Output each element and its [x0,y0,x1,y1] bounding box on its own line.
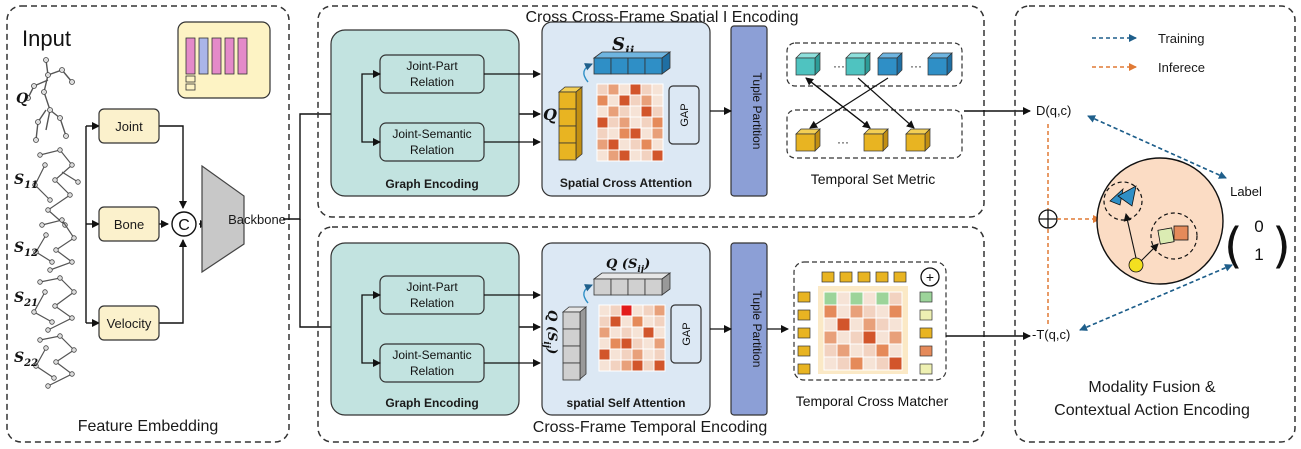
yellow-cubes: ··· [795,128,931,152]
joint-part-relation-top: Relation [410,75,454,89]
query-point [1128,257,1144,273]
tuple-partition-label-top: Tuple Partition [750,73,764,150]
input-panel [6,5,290,443]
skeleton-label-s21: S21 [14,290,38,309]
grey-cube-column [561,306,588,381]
vector-bracket-left: ( [1224,218,1243,274]
feature-embedding-label: Feature Embedding [78,418,219,435]
q-sij-side-label: Q (Sij) [541,310,559,354]
joint-part-label-bottom: Joint-Part [406,280,458,294]
cross-attention-heatmap [596,83,664,162]
fusion-footer-line2: Contextual Action Encoding [1054,402,1250,419]
gap-box-bottom [670,304,702,364]
temporal-set-metric-label: Temporal Set Metric [811,171,935,187]
cross-matcher-grid [823,291,903,371]
bone-box [98,206,160,242]
t-qc-label: -T(q,c) [1032,327,1070,342]
vector-value-top: 0 [1254,217,1263,236]
svg-text:···: ··· [833,59,845,73]
joint-part-label-top: Joint-Part [406,59,458,73]
joint-semantic-label-bottom: Joint-Semantic [392,348,471,362]
temporal-cross-matcher-label: Temporal Cross Matcher [796,393,949,409]
skeleton-label-s22: S22 [14,350,38,369]
skeleton-label-q: Q [16,91,28,107]
concat-label: C [178,217,190,234]
matcher-cubes [797,271,933,375]
label-heading: Label [1230,184,1262,199]
vector-value-bottom: 1 [1254,245,1263,264]
graph-encoding-box-bottom [330,242,520,416]
legend-inference-label: Inferece [1158,60,1205,75]
curve-arrow-bottom [583,284,593,304]
velocity-box [98,305,160,341]
skeleton-label-s11: S11 [14,172,38,191]
self-attention-heatmap [598,304,666,372]
temporal-panel [317,226,985,443]
joint-semantic-label-top: Joint-Semantic [392,127,471,141]
graph-encoding-label-top: Graph Encoding [385,177,478,191]
skeleton-label-s12: S12 [14,240,38,259]
skeleton-s11 [32,147,81,228]
joint-semantic-relation-bottom: Relation [410,364,454,378]
backbone [201,164,245,274]
velocity-label: Velocity [107,316,152,331]
tuple-partition-label-bottom: Tuple Partition [750,291,764,368]
gap-box-top [668,85,700,145]
joint-semantic-relation-top: Relation [410,143,454,157]
square-marker-1 [1157,227,1175,245]
legend-training-label: Training [1158,31,1204,46]
joint-box [98,108,160,144]
gap-label-top: GAP [679,103,691,126]
matcher-plus-icon [920,267,940,287]
matcher-plus-sign: + [926,269,934,285]
yellow-cube-set [786,109,963,159]
skeleton-s22 [33,333,77,389]
bone-label: Bone [114,217,144,232]
backbone-label: Backbone [228,212,286,227]
square-marker-2 [1173,225,1189,241]
teal-cubes: ··· ··· [795,52,953,76]
skeleton-s12 [33,217,77,273]
svg-text:···: ··· [910,59,922,73]
svg-text:···: ··· [837,135,849,149]
spatial-cross-attention-label: Spatial Cross Attention [560,176,692,190]
triangle-marker-2 [1117,185,1137,207]
skeleton-s21 [31,275,77,333]
skeleton-q [25,57,75,143]
q-label-cross: Q [543,105,557,124]
embedding-space-circle [1096,157,1224,285]
joint-label: Joint [115,119,143,134]
sij-cube-row [592,51,672,75]
fusion-footer-line1: Modality Fusion & [1088,379,1215,396]
q-sij-top-label: Q (Sij) [606,257,650,275]
d-qc-label: D(q,c) [1036,103,1071,118]
vector-bracket-right: ) [1272,218,1291,274]
q-cube-column [557,86,584,161]
graph-encoding-label-bottom: Graph Encoding [385,396,478,410]
input-title: Input [22,26,71,51]
concat-icon [171,211,197,237]
bar-thumbnail-icon [177,21,271,99]
curve-arrow-top [583,63,593,83]
fusion-panel [1014,5,1296,443]
grey-cube-row [592,272,672,296]
temporal-panel-title: Cross-Frame Temporal Encoding [533,419,767,436]
cross-matcher-frame [793,261,947,381]
sij-label: Sij [612,34,635,58]
joint-part-relation-bottom: Relation [410,296,454,310]
spatial-self-attention-label: spatial Self Attention [567,396,686,410]
gap-label-bottom: GAP [681,322,693,345]
